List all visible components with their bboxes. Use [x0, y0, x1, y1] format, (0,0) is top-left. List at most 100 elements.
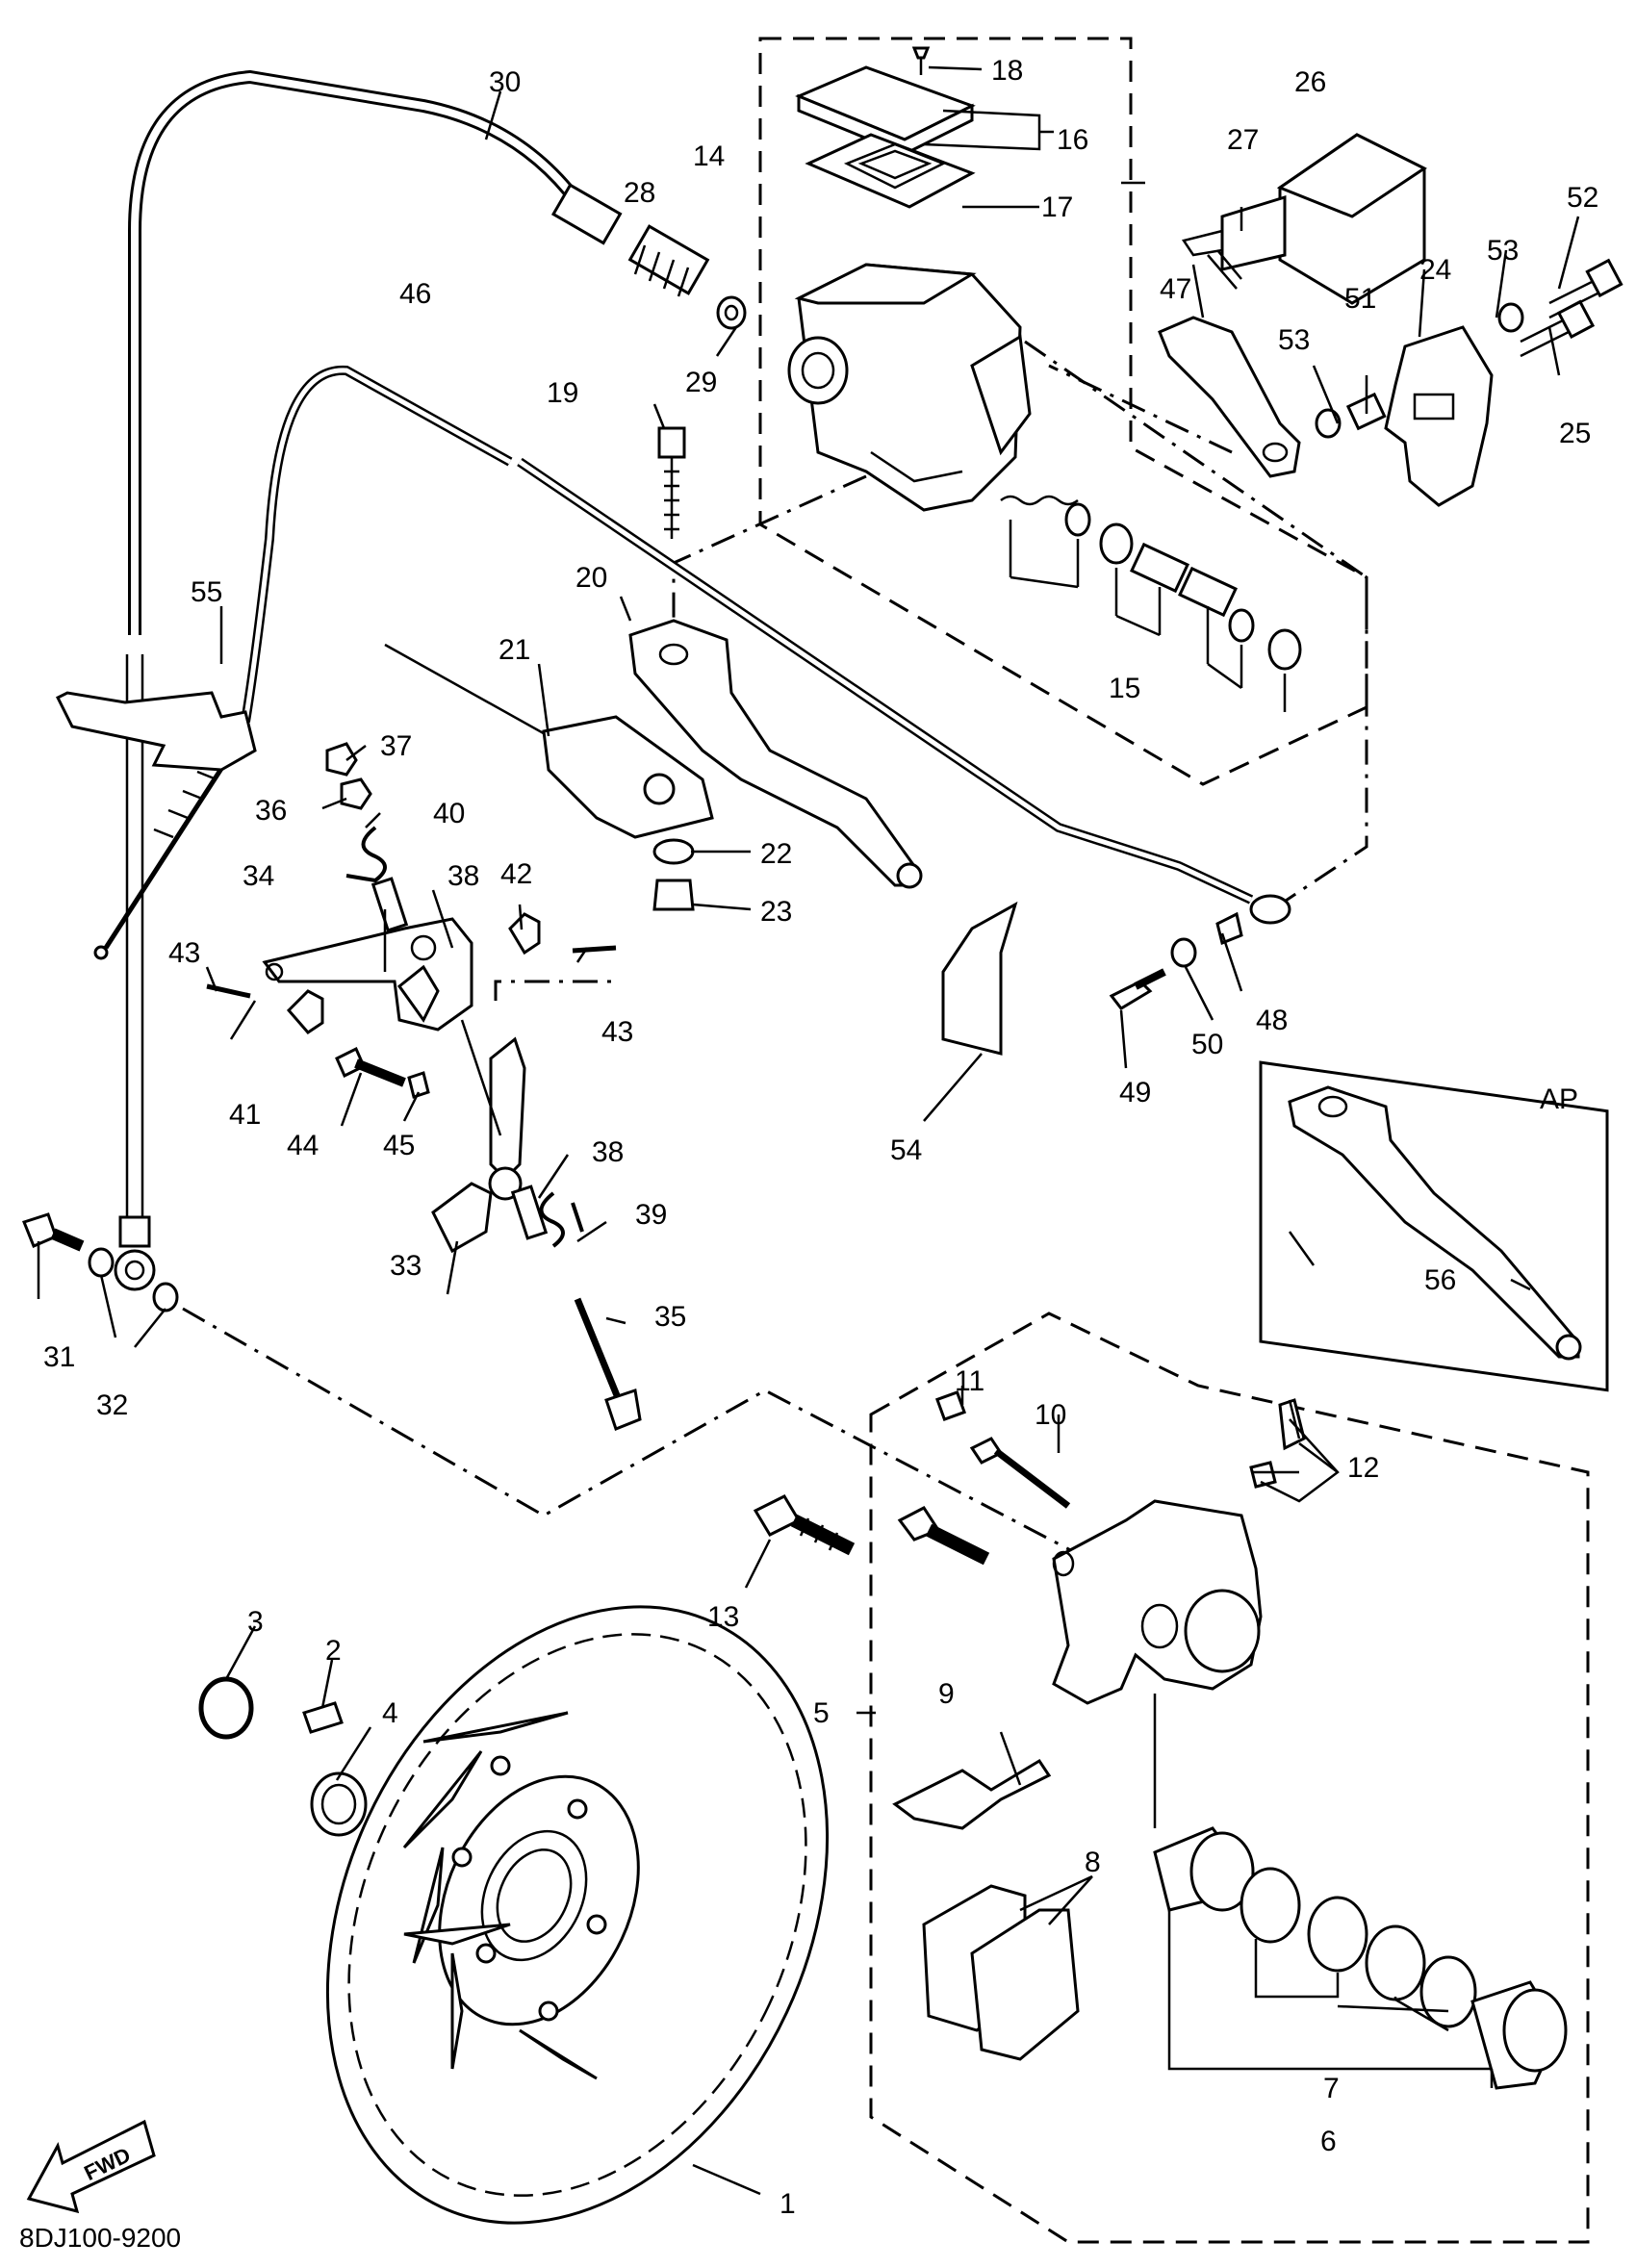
arm-34: [262, 917, 473, 1032]
label-44: 44: [287, 1130, 319, 1161]
cotter-43: [206, 983, 251, 999]
label-11: 11: [955, 1365, 984, 1397]
brake-hose-inner: [131, 72, 581, 635]
caliper-body: [1052, 1499, 1263, 1705]
label-56: 56: [1424, 1264, 1456, 1296]
label-38: 38: [447, 860, 479, 892]
label-8: 8: [1085, 1847, 1101, 1878]
label-20: 20: [575, 562, 607, 594]
hose-banjo-hole: [124, 1260, 145, 1281]
caliper-piston: [1153, 1826, 1568, 2090]
connection-line: [182, 1307, 1079, 1556]
connection-line: [1024, 340, 1368, 906]
label-12: 12: [1347, 1452, 1379, 1484]
label-7: 7: [1323, 2073, 1340, 2104]
label-4: 4: [382, 1697, 398, 1729]
leader-lines-6-7: [1153, 1694, 1494, 2088]
nut-23: [652, 879, 695, 911]
washer-32: [152, 1282, 179, 1312]
label-43b: 43: [601, 1016, 633, 1048]
hose-fitting-28: [550, 183, 710, 297]
arm-47: [1158, 316, 1301, 478]
label-36: 36: [255, 795, 287, 827]
cable-end: [1249, 894, 1291, 925]
bolt-31-shank: [50, 1228, 85, 1252]
leader-12: [1260, 1418, 1340, 1503]
brake-switch-21: [384, 643, 714, 839]
label-15: 15: [1109, 673, 1140, 704]
ap-label: AP: [1540, 1083, 1578, 1115]
label-17: 17: [1041, 191, 1073, 223]
washer-22: [652, 838, 695, 865]
bolt-49: [1109, 980, 1153, 1010]
pin-41: [286, 989, 324, 1034]
cap-12: [1249, 1461, 1277, 1489]
key-2: [302, 1701, 344, 1734]
label-34: 34: [243, 860, 274, 892]
label-16: 16: [1057, 124, 1088, 156]
washer-32: [88, 1247, 115, 1278]
brake-cable: [241, 365, 1254, 905]
arm-47-hole: [1262, 442, 1289, 463]
washer-29: [716, 295, 747, 330]
master-cylinder-body: [787, 263, 1032, 512]
rod-35: [574, 1297, 625, 1407]
pin-38: [510, 1185, 549, 1240]
label-48: 48: [1256, 1005, 1288, 1036]
label-3: 3: [247, 1606, 264, 1638]
arm-link: [460, 1019, 502, 1136]
label-19: 19: [547, 377, 578, 409]
label-14: 14: [693, 140, 725, 172]
spring-39: [539, 1191, 584, 1248]
connection-line: [494, 980, 616, 1001]
hose-banjo: [114, 1249, 156, 1291]
connection-line: [672, 474, 867, 645]
label-25: 25: [1559, 418, 1591, 449]
label-49: 49: [1119, 1077, 1151, 1109]
spring-40: [345, 826, 387, 883]
label-33: 33: [390, 1250, 422, 1282]
label-22: 22: [760, 838, 792, 870]
bolt-13: [753, 1494, 856, 1556]
label-24: 24: [1419, 254, 1451, 286]
connection-line: [1048, 364, 1233, 454]
pin-42: [508, 912, 541, 956]
label-23: 23: [760, 896, 792, 928]
brake-cable-inner: [243, 368, 1253, 903]
bolt-10-guide: [897, 1506, 990, 1566]
bracket-24-slot: [1413, 393, 1455, 420]
cable-rod-end: [93, 945, 109, 960]
pin-38: [371, 877, 409, 932]
label-29: 29: [685, 367, 717, 398]
brake-disc: [325, 1605, 830, 2225]
bolt-49-shank: [1134, 968, 1166, 990]
fwd-arrow: FWD: [26, 2119, 156, 2214]
label-13: 13: [707, 1601, 739, 1633]
bolt-19: [657, 426, 686, 539]
nut-36: [340, 777, 372, 810]
leader-lines: [37, 65, 1580, 2196]
cap-11: [934, 1389, 967, 1422]
label-32: 32: [96, 1389, 128, 1421]
brake-hose: [128, 69, 583, 635]
hose-fitting: [118, 1215, 151, 1248]
washer-4-hole: [320, 1783, 357, 1825]
bolt-52: [1548, 258, 1623, 319]
label-39: 39: [635, 1199, 667, 1231]
clamp-55: [55, 691, 257, 772]
label-55: 55: [191, 576, 222, 608]
caliper-boundary: [869, 1312, 1590, 2244]
part-labels: 1 2 3 4 5 6 7 8 9 10 11 12 13 14 15 16 1…: [19, 55, 1598, 2253]
label-42: 42: [500, 858, 532, 890]
washer-4: [310, 1771, 368, 1837]
reservoir-cap: [795, 46, 976, 209]
cotter-43: [572, 945, 617, 954]
bracket-24: [1384, 325, 1494, 507]
label-30: 30: [489, 66, 521, 98]
bolt-25: [1520, 299, 1596, 358]
label-27: 27: [1227, 124, 1259, 156]
label-10: 10: [1035, 1399, 1066, 1431]
label-9: 9: [938, 1678, 955, 1710]
label-2: 2: [325, 1635, 342, 1667]
label-46: 46: [399, 278, 431, 310]
